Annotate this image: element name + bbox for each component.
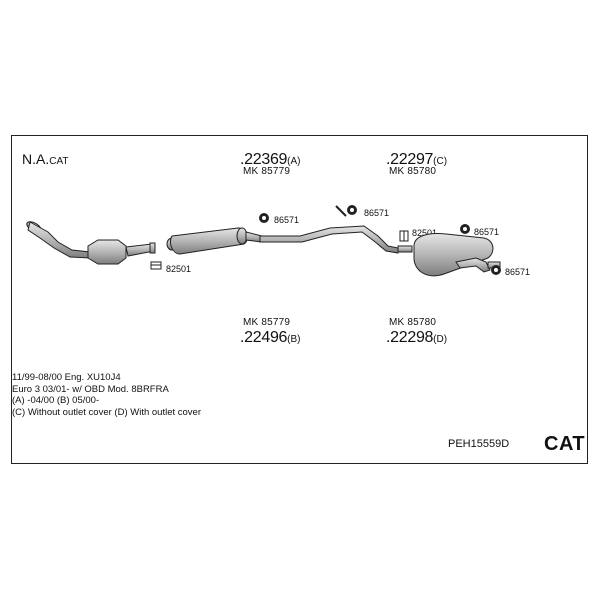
clamp-1-icon[interactable] [150, 261, 162, 270]
kit-number-bottom-1: MK 85779 [243, 317, 291, 328]
rear-silencer-part[interactable] [397, 233, 501, 277]
callout-hanger-1: 86571 [274, 215, 300, 225]
hanger-2-icon[interactable] [335, 205, 357, 217]
hanger-3-icon[interactable] [460, 224, 470, 234]
system-code: PEH15559D [448, 438, 510, 450]
kit-number-bottom-2: MK 85780 [389, 317, 437, 328]
callout-hanger-3: 86571 [474, 227, 500, 237]
part-number-bottom-2[interactable]: .22298(D) [386, 329, 448, 346]
center-silencer-part[interactable] [166, 227, 263, 255]
kit-number-top-2: MK 85780 [389, 166, 437, 177]
system-label: N.A.CAT [22, 152, 69, 167]
hanger-1-icon[interactable] [259, 213, 269, 223]
part-number-top-2[interactable]: .22297(C) [386, 151, 448, 168]
label-sub: CAT [49, 156, 69, 167]
note-line: Euro 3 03/01- w/ OBD Mod. 8BRFRA [12, 383, 169, 395]
hanger-4-icon[interactable] [491, 265, 501, 275]
note-line: (A) -04/00 (B) 05/00- [12, 395, 100, 406]
callout-hanger-2: 86571 [364, 208, 390, 218]
clamp-2-icon[interactable] [399, 230, 409, 242]
kit-number-top-1: MK 85779 [243, 166, 291, 177]
note-line: 11/99-08/00 Eng. XU10J4 [12, 372, 121, 383]
callout-hanger-4: 86571 [505, 267, 531, 277]
catalytic-converter-part[interactable] [25, 220, 156, 265]
label-main: N.A. [22, 151, 50, 167]
callout-clamp-2: 82501 [412, 228, 438, 238]
connecting-pipe-part[interactable] [259, 225, 399, 254]
part-number-top-1[interactable]: .22369(A) [240, 151, 301, 168]
fitment-notes: 11/99-08/00 Eng. XU10J4 Euro 3 03/01- w/… [12, 372, 201, 418]
callout-clamp-1: 82501 [166, 264, 192, 274]
part-number-bottom-1[interactable]: .22496(B) [240, 329, 301, 346]
diagram-frame [11, 135, 588, 464]
type-label: CAT [544, 433, 586, 455]
note-line: (C) Without outlet cover (D) With outlet… [12, 406, 201, 418]
